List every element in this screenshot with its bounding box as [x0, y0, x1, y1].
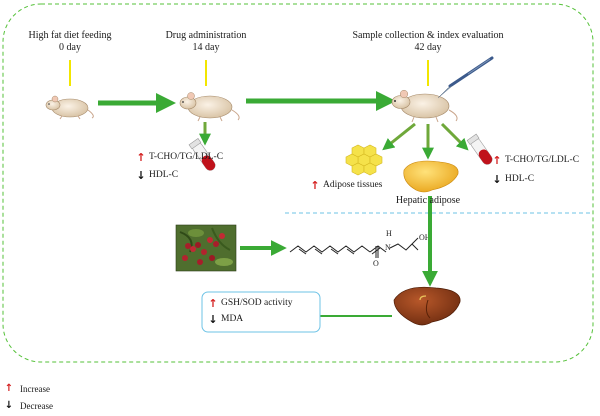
adipose-label: ↑ Adipose tissues [310, 180, 382, 191]
left-decrease-text: HDL-C [149, 170, 179, 180]
legend-increase: ↑ Increase [4, 383, 50, 395]
increase-arrow-icon: ↑ [310, 179, 320, 192]
molecule-label-o: O [373, 259, 379, 268]
stage-day-sample: 42 day [414, 42, 442, 53]
blood-tube-icon [188, 138, 216, 171]
increase-arrow-icon: ↑ [208, 297, 218, 310]
liver-increase-indicator: ↑ GSH/SOD activity [208, 297, 293, 310]
right-decrease-text: HDL-C [505, 174, 535, 184]
dashed-frame [2, 3, 594, 363]
right-increase-text: T-CHO/TG/LDL-C [505, 155, 580, 165]
decrease-arrow-icon: ↓ [136, 169, 146, 182]
legend-decrease: ↓ Decrease [4, 400, 53, 412]
fat-cells-icon [345, 144, 383, 176]
liver-icon [393, 286, 461, 326]
molecule-label-h: H [386, 229, 392, 238]
molecule-label-oh: OH [419, 233, 431, 242]
flow-arrow-adipose [382, 122, 416, 151]
blood-tube-icon [466, 133, 493, 165]
liver-decrease-text: MDA [221, 314, 244, 324]
scalpel-icon [437, 56, 494, 99]
legend-increase-text: Increase [20, 384, 50, 394]
stage-day-diet: 0 day [59, 42, 81, 53]
stage-title-sample: Sample collection & index evaluation [352, 30, 504, 41]
increase-arrow-icon: ↑ [492, 154, 502, 167]
left-increase-indicator: ↑ T-CHO/TG/LDL-C [136, 152, 223, 163]
right-increase-indicator: ↑ T-CHO/TG/LDL-C [492, 155, 579, 166]
liver-icon [403, 160, 459, 193]
liver-increase-text: GSH/SOD activity [221, 298, 293, 308]
decrease-arrow-icon: ↓ [4, 400, 14, 411]
right-decrease-indicator: ↓ HDL-C [492, 174, 534, 185]
liver-decrease-indicator: ↓ MDA [208, 314, 243, 325]
molecule-label-n: N [385, 243, 391, 252]
decrease-arrow-icon: ↓ [492, 173, 502, 186]
hepatic-label: Hepatic adipose [395, 195, 461, 206]
molecule-structure [289, 237, 419, 258]
plant-photo [175, 224, 237, 272]
liver-indicator-box [201, 291, 321, 333]
stage-title-drug: Drug administration [165, 30, 247, 41]
stage-day-drug: 14 day [192, 42, 220, 53]
left-decrease-indicator: ↓ HDL-C [136, 170, 178, 181]
flow-arrow-blood [440, 122, 469, 151]
adipose-text: Adipose tissues [323, 180, 383, 190]
decrease-arrow-icon: ↓ [208, 313, 218, 326]
mouse-icon [391, 89, 458, 123]
legend-decrease-text: Decrease [20, 401, 53, 411]
mouse-icon [45, 95, 94, 120]
increase-arrow-icon: ↑ [136, 151, 146, 164]
increase-arrow-icon: ↑ [4, 383, 14, 394]
left-increase-text: T-CHO/TG/LDL-C [149, 152, 224, 162]
mouse-icon [179, 92, 240, 122]
stage-title-diet: High fat diet feeding [28, 30, 112, 41]
